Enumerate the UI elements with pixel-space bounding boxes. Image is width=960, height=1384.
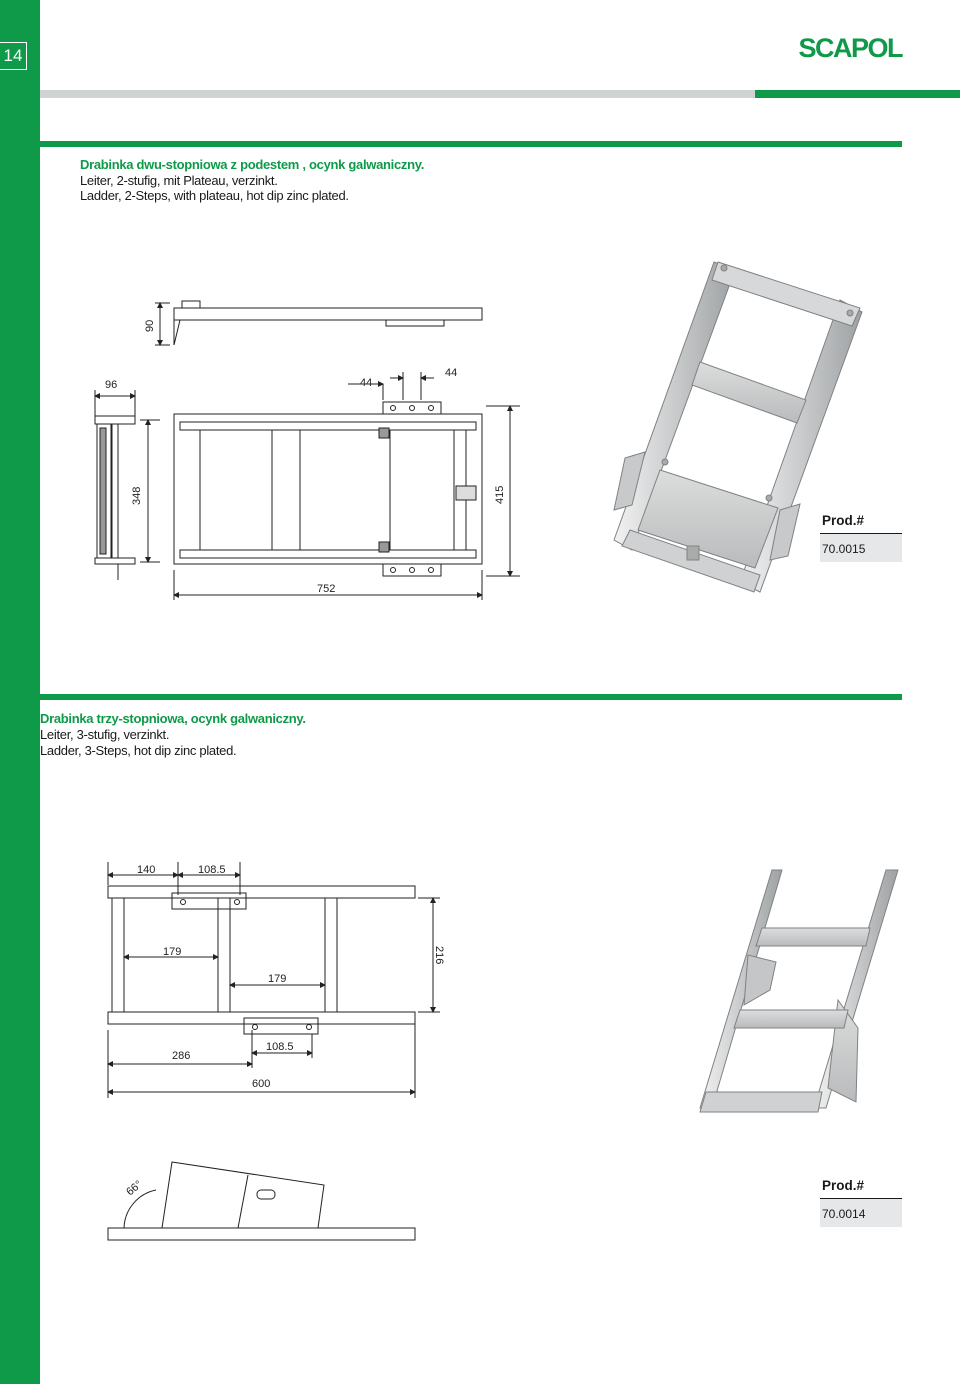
ladder1-side-view — [155, 300, 483, 346]
dim-140: 140 — [137, 864, 155, 876]
section-1-top-rule — [40, 141, 902, 147]
dim-108-5-bottom: 108.5 — [266, 1041, 294, 1053]
brand-logo: SCAPOL — [798, 33, 903, 63]
dim-179-left: 179 — [163, 946, 181, 958]
dim-44-left: 44 — [360, 377, 372, 389]
dim-415: 415 — [494, 486, 506, 504]
product-2-prod-box: Prod.# 70.0014 — [820, 1178, 902, 1227]
dim-108-5-top: 108.5 — [198, 864, 226, 876]
dim-600: 600 — [252, 1078, 270, 1090]
product-1-prod-box: Prod.# 70.0015 — [820, 513, 902, 562]
section-2-top-rule — [40, 694, 902, 700]
prod-label: Prod.# — [822, 513, 865, 528]
dim-angle-66: 66° — [124, 1178, 144, 1198]
section-2-title: Drabinka trzy-stopniowa, ocynk galwanicz… — [40, 711, 306, 759]
dim-179-right: 179 — [268, 973, 286, 985]
prod-number: 70.0014 — [820, 1199, 902, 1227]
prod-rule — [820, 1198, 902, 1199]
title-en: Ladder, 3-Steps, hot dip zinc plated. — [40, 743, 237, 758]
title-de: Leiter, 2-stufig, mit Plateau, verzinkt. — [80, 172, 278, 188]
dim-96: 96 — [105, 379, 117, 391]
ladder1-top-view — [173, 372, 520, 600]
dim-752: 752 — [317, 583, 335, 595]
ladder2-side-view — [107, 1161, 416, 1241]
page-number: 14 — [0, 42, 27, 70]
header-bar-gray — [40, 90, 755, 98]
prod-number: 70.0015 — [820, 534, 902, 562]
ladder1-3d-render — [613, 261, 863, 593]
dim-216: 216 — [433, 946, 445, 964]
ladder2-3d-render — [699, 869, 899, 1113]
dim-90: 90 — [144, 320, 156, 332]
title-pl: Drabinka dwu-stopniowa z podestem , ocyn… — [80, 157, 425, 172]
dim-44-right: 44 — [445, 367, 457, 379]
dim-348: 348 — [131, 487, 143, 505]
title-pl: Drabinka trzy-stopniowa, ocynk galwanicz… — [40, 711, 306, 726]
section-1-title: Drabinka dwu-stopniowa z podestem , ocyn… — [80, 157, 424, 204]
title-en: Ladder, 2-Steps, with plateau, hot dip z… — [80, 188, 349, 203]
ladder2-top-view — [107, 862, 440, 1098]
title-de: Leiter, 3-stufig, verzinkt. — [40, 727, 170, 742]
left-green-strip — [0, 0, 40, 1384]
prod-rule — [820, 533, 902, 534]
ladder1-end-view — [94, 390, 160, 580]
prod-label: Prod.# — [822, 1178, 865, 1193]
dim-286: 286 — [172, 1050, 190, 1062]
header-bar-green — [755, 90, 960, 98]
